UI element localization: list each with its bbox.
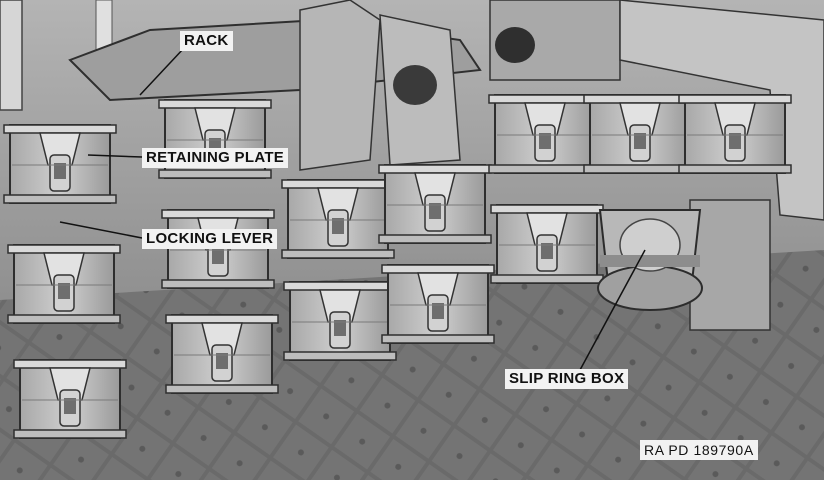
figure-code: RA PD 189790A bbox=[640, 440, 758, 460]
retaining-plate-label: RETAINING PLATE bbox=[142, 148, 289, 168]
slip-ring-box-label: SLIP RING BOX bbox=[505, 369, 629, 389]
locking-lever-label: LOCKING LEVER bbox=[142, 229, 278, 249]
rack-label: RACK bbox=[180, 31, 233, 51]
